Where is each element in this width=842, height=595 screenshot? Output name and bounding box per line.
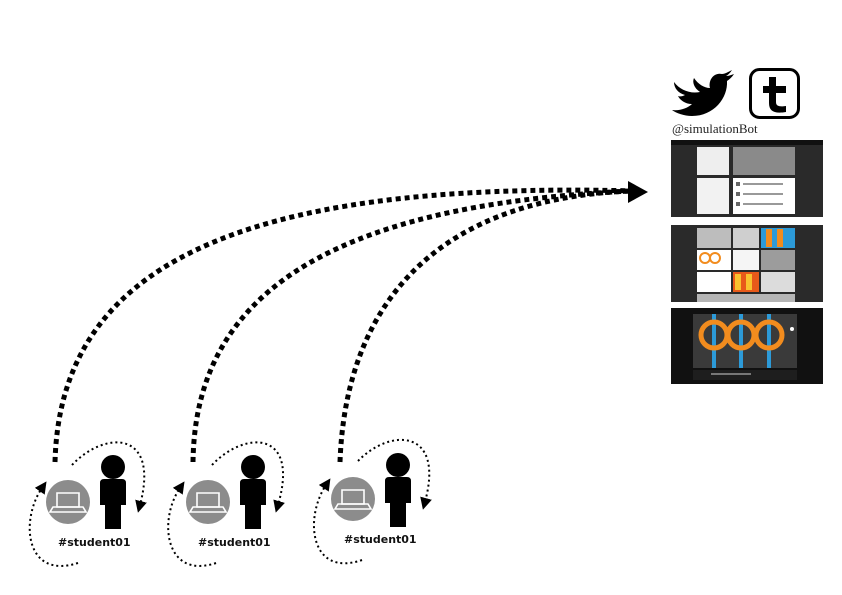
feedback-loop-top bbox=[211, 441, 285, 513]
person-icon bbox=[100, 455, 126, 529]
laptop-icon bbox=[185, 479, 231, 525]
tumblr-t-icon bbox=[749, 68, 800, 119]
laptop-icon bbox=[45, 479, 91, 525]
flow-arrow-student-1 bbox=[52, 187, 637, 463]
student-tag: #student01 bbox=[198, 536, 271, 549]
feedback-loop-bottom bbox=[28, 481, 79, 567]
bot-handle: @simulationBot bbox=[672, 121, 758, 136]
student-cluster-2 bbox=[167, 441, 285, 567]
person-icon bbox=[240, 455, 266, 529]
simulation-rings-screenshot bbox=[671, 308, 823, 384]
twitter-profile-screenshot bbox=[671, 140, 823, 217]
twitter-bird-icon bbox=[672, 70, 734, 116]
student-tag: #student01 bbox=[344, 533, 417, 546]
feedback-loop-bottom bbox=[167, 481, 217, 567]
flow-arrow-student-3 bbox=[337, 188, 631, 463]
student-cluster-3 bbox=[313, 438, 432, 565]
feedback-loop-top bbox=[357, 438, 432, 510]
person-icon bbox=[385, 453, 411, 527]
feedback-loop-top bbox=[71, 441, 147, 513]
feedback-loop-bottom bbox=[313, 478, 363, 565]
flow-arrow-student-2 bbox=[190, 188, 633, 463]
simulation-results-grid-screenshot bbox=[671, 225, 823, 302]
student-cluster-1 bbox=[28, 441, 147, 567]
student-tag: #student01 bbox=[58, 536, 131, 549]
arrowhead-icon bbox=[628, 181, 648, 203]
laptop-icon bbox=[330, 476, 376, 522]
